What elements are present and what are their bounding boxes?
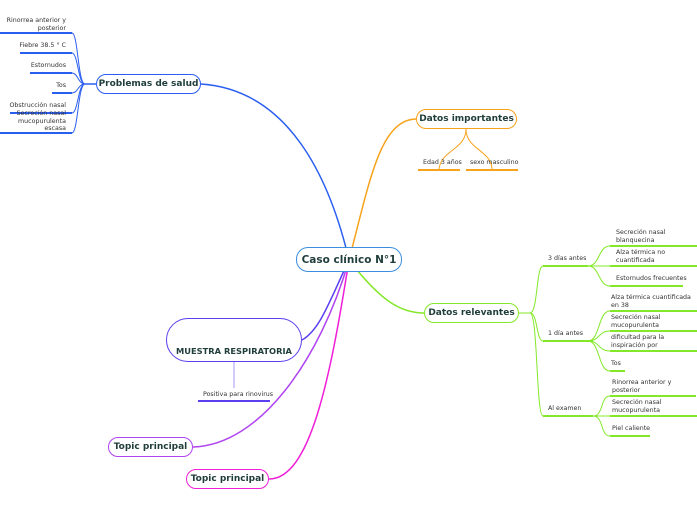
problema-item[interactable]: Fiebre 38.5 ° C [19, 42, 66, 49]
topic-principal-node[interactable]: Topic principal [186, 469, 269, 489]
relevante-item[interactable]: Alza térmica cuantificada en 38 [611, 294, 691, 309]
relevante-item[interactable]: Piel caliente [612, 425, 651, 432]
relevante-item[interactable]: Secreción nasal mucopurulenta [612, 399, 662, 414]
importante-item[interactable]: sexo masculino [470, 159, 519, 166]
muestra-item[interactable]: Positiva para rinovirus [203, 391, 274, 398]
problema-item[interactable]: Tos [56, 82, 66, 89]
central-topic[interactable]: Caso clínico N°1 [296, 247, 402, 272]
problema-item[interactable]: Rinorrea anterior y posterior [6, 17, 66, 32]
relevante-item[interactable]: Alza térmica no cuantificada [616, 249, 666, 264]
relevante-item[interactable]: dificultad para la inspiración por [611, 334, 665, 349]
problema-item[interactable]: Obstrucción nasal [9, 102, 66, 109]
importante-item[interactable]: Edad 3 años [423, 159, 462, 166]
relevante-item[interactable]: Rinorrea anterior y posterior [612, 379, 672, 394]
relevante-item[interactable]: Secreción nasal mucopurulenta [611, 314, 661, 329]
group-label[interactable]: 3 días antes [548, 255, 587, 262]
relevante-item[interactable]: Secreción nasal blanquecina [616, 229, 666, 244]
datos-relevantes-node[interactable]: Datos relevantes [424, 303, 519, 323]
group-label[interactable]: 1 día antes [548, 330, 584, 337]
relevante-item[interactable]: Tos [611, 360, 621, 367]
group-label[interactable]: Al examen [548, 405, 582, 412]
muestra-respiratoria-node[interactable]: MUESTRA RESPIRATORIA [166, 318, 302, 362]
problema-item[interactable]: Estornudos [30, 62, 66, 69]
problema-item[interactable]: Secreción nasal mucopurulenta escasa [16, 110, 66, 132]
datos-importantes-node[interactable]: Datos importantes [416, 109, 517, 129]
topic-principal-node[interactable]: Topic principal [108, 437, 193, 457]
problemas-de-salud-node[interactable]: Problemas de salud [96, 74, 201, 94]
relevante-item[interactable]: Estornudos frecuentes [616, 275, 687, 282]
